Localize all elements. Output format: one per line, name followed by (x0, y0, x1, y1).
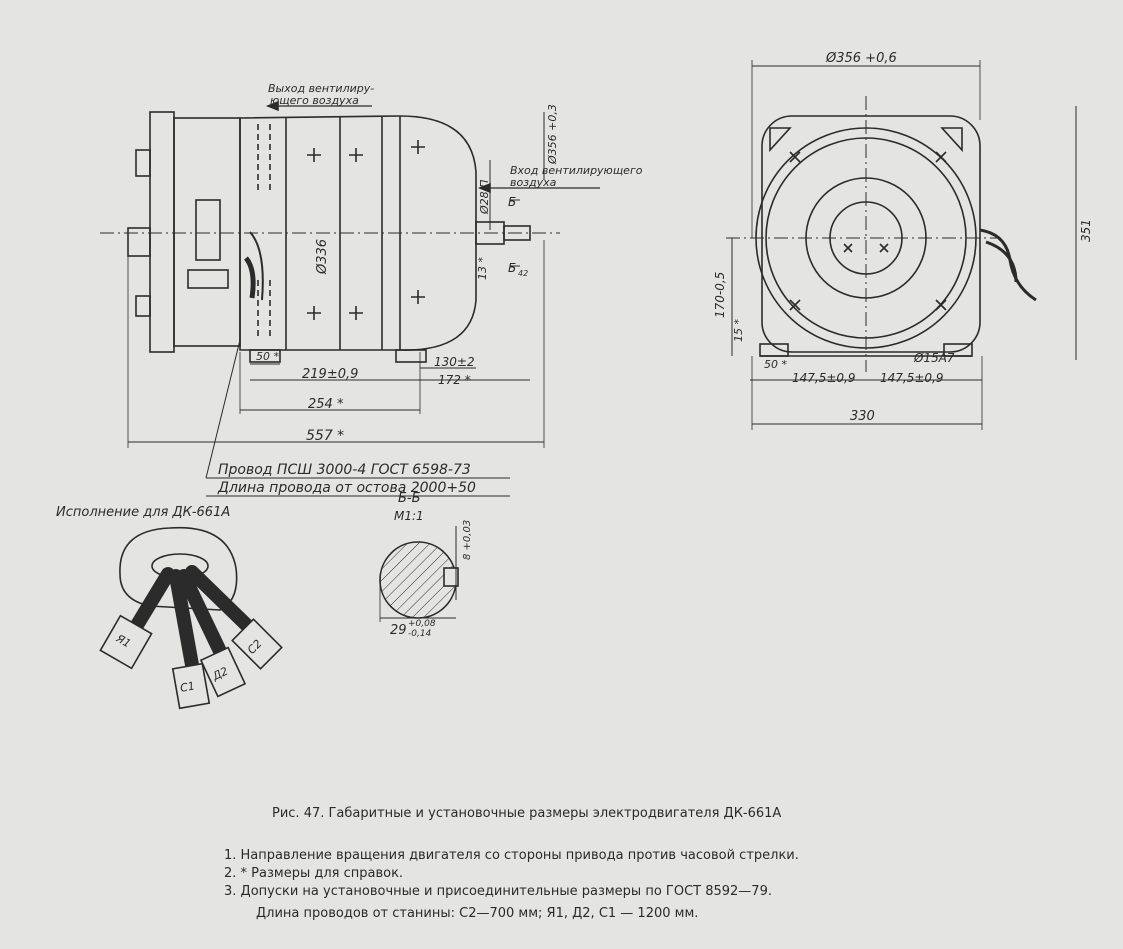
section-dim-29-tol-top: +0,08 (408, 619, 436, 629)
terminal-box (173, 117, 241, 347)
dim-d356-side: Ø356 +0,3 (546, 104, 559, 165)
note-4: Длина проводов от станины: С2—700 мм; Я1… (256, 906, 699, 921)
figure-caption: Рис. 47. Габаритные и установочные разме… (272, 806, 782, 821)
dim-170: 170-0,5 (713, 272, 727, 318)
outlet-air-label-1: Выход вентилиру- (268, 82, 374, 95)
section-mark-bottom-sub: 42 (518, 269, 528, 278)
section-mark-bottom: Б (508, 261, 516, 275)
dim-172: 172 * (438, 373, 471, 387)
inlet-air-label-2: воздуха (510, 176, 557, 189)
note-3: 3. Допуски на установочные и присоединит… (224, 884, 772, 899)
dim-254: 254 * (308, 397, 344, 412)
note-2: 2. * Размеры для справок. (224, 866, 404, 881)
wire-note-2: Длина провода от остова 2000+50 (217, 480, 476, 496)
section-dim-29-tol-bottom: -0,14 (408, 629, 432, 639)
dim-50-side: 50 * (256, 350, 279, 363)
dim-15: 15 * (732, 319, 745, 342)
wire-note-1: Провод ПСШ 3000-4 ГОСТ 6598-73 (218, 462, 471, 478)
dim-351: 351 (1079, 219, 1093, 242)
lead-s1: С1 (179, 679, 196, 694)
dim-219: 219±0,9 (302, 367, 358, 382)
section-view (379, 526, 459, 622)
dim-d336: Ø336 (315, 239, 330, 275)
section-dim-8: 8 +0,03 (462, 520, 473, 560)
note-1: 1. Направление вращения двигателя со сто… (224, 848, 799, 863)
end-flange (149, 111, 175, 353)
dim-330: 330 (850, 409, 875, 424)
dim-50-front: 50 * (764, 358, 787, 371)
dim-d28: Ø28 П (478, 180, 491, 215)
outlet-air-label-2: ющего воздуха (270, 94, 359, 107)
dim-130: 130±2 (434, 355, 475, 369)
dim-557: 557 * (306, 428, 344, 444)
cable-gland (119, 526, 238, 611)
variant-view (99, 526, 283, 710)
motor-housing (239, 115, 477, 351)
dim-13: 13 * (476, 257, 489, 280)
dim-147-left: 147,5±0,9 (792, 371, 856, 385)
lead-d2: Д2 (210, 665, 231, 684)
section-mark-top: Б (508, 195, 516, 209)
inlet-air-label-1: Вход вентилирующего (510, 164, 643, 177)
variant-title: Исполнение для ДК-661А (56, 505, 230, 520)
front-frame (761, 115, 981, 353)
section-dim-29: 29 (390, 623, 407, 638)
dim-147-right: 147,5±0,9 (880, 371, 944, 385)
side-view (100, 100, 600, 497)
dim-d356-front: Ø356 +0,6 (825, 51, 897, 66)
section-scale: М1:1 (394, 509, 424, 523)
front-view (726, 60, 1077, 430)
dim-d15: Ø15A7 (913, 351, 955, 365)
section-title: Б-Б (398, 491, 421, 506)
